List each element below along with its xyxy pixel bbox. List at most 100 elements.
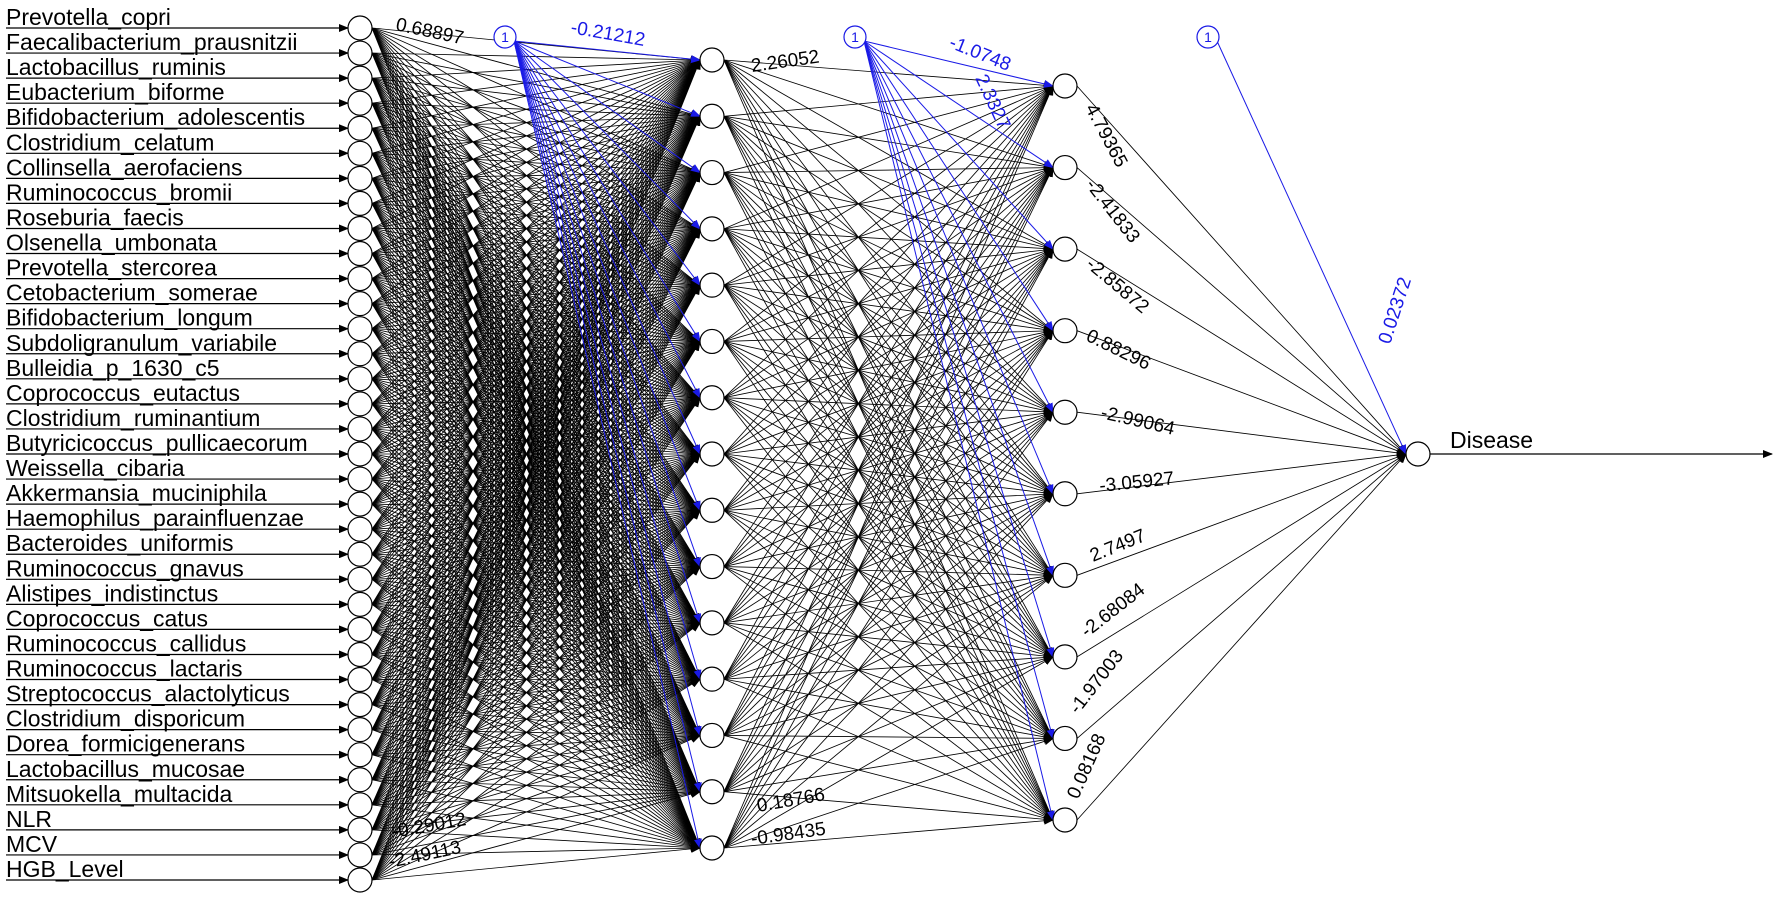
weight-edge <box>371 284 701 881</box>
weight-edge <box>371 779 701 851</box>
bias-edge <box>863 40 1054 250</box>
weight-edge <box>723 59 1054 332</box>
weight-edge <box>371 779 701 796</box>
weight-edge <box>371 171 701 755</box>
weight-edge <box>371 59 701 831</box>
weight-edge <box>371 509 701 806</box>
weight-edge <box>723 566 1054 739</box>
weight-edge <box>371 453 701 856</box>
weight-edge <box>723 172 1054 577</box>
weight-edge <box>371 77 701 174</box>
weight-edge <box>723 228 1054 332</box>
bias-weight-label: 2.3327 <box>970 71 1014 133</box>
weight-edge <box>723 166 1054 511</box>
weight-edge <box>723 116 1054 740</box>
weight-edge <box>371 284 701 856</box>
weight-edge <box>723 329 1054 792</box>
weight-edge <box>723 453 1054 821</box>
weight-edge <box>371 177 701 232</box>
weight-edge <box>371 115 701 229</box>
weight-edge <box>723 328 1054 399</box>
weight-edge <box>371 509 701 731</box>
weight-edge <box>723 85 1054 230</box>
bias-node-label: 1 <box>1204 29 1212 45</box>
weight-edge <box>371 172 701 355</box>
weight-edge <box>723 284 1054 334</box>
neuron-node <box>1052 481 1078 507</box>
neuron-node <box>699 835 725 861</box>
input-label: HGB_Level <box>6 856 124 882</box>
neuron-node <box>347 717 373 743</box>
neuron-node <box>347 441 373 467</box>
weight-edge <box>371 284 701 831</box>
neuron-node <box>1052 236 1078 262</box>
weight-edge <box>723 163 1054 173</box>
weight-edge <box>371 59 701 455</box>
weight-edge <box>371 59 701 705</box>
weight-edge <box>371 171 701 806</box>
weight-edge <box>371 227 701 780</box>
weight-edge <box>371 829 701 852</box>
weight-edge <box>371 340 701 680</box>
weight-label: -2.49113 <box>387 837 463 873</box>
weight-edge <box>371 114 701 179</box>
weight-edge <box>371 340 701 831</box>
input-label: Dorea_formicigenerans <box>6 731 245 757</box>
weight-edge <box>723 248 1054 736</box>
neuron-node <box>347 40 373 66</box>
bias-edge <box>513 40 701 455</box>
weight-edge <box>723 737 1054 849</box>
weight-edge <box>723 509 1054 740</box>
weight-edge <box>371 59 701 279</box>
weight-edge <box>723 172 1054 413</box>
weight-edge <box>723 622 1054 821</box>
weight-edge <box>723 566 1054 821</box>
weight-label: 4.79365 <box>1081 100 1132 171</box>
weight-edge <box>371 59 701 605</box>
weight-edge <box>723 85 1054 286</box>
weight-edge <box>723 330 1054 455</box>
weight-edge <box>371 115 701 330</box>
weight-edge <box>371 171 701 705</box>
weight-edge <box>723 411 1054 567</box>
weight-edge <box>371 59 701 730</box>
weight-edge <box>371 171 701 780</box>
weight-edge <box>723 493 1054 793</box>
weight-edge <box>371 565 701 806</box>
weight-edge <box>371 115 701 279</box>
weight-edge <box>371 678 701 806</box>
weight-edge <box>723 59 1054 90</box>
weight-edge <box>371 27 701 118</box>
weight-edge <box>371 115 701 380</box>
weight-edge <box>723 85 1054 736</box>
weight-edge <box>371 115 701 780</box>
weight-edge <box>723 453 1054 497</box>
weight-edge <box>723 166 1054 455</box>
weight-edge <box>723 166 1054 286</box>
input-label: Bacteroides_uniformis <box>6 530 234 556</box>
weight-edge <box>371 729 701 740</box>
weight-edge <box>371 396 701 856</box>
weight-edge <box>723 248 1054 849</box>
weight-edge <box>371 202 701 233</box>
weight-edge <box>371 734 701 831</box>
bias-node-label: 1 <box>501 29 509 45</box>
weight-edge <box>723 574 1054 736</box>
neuron-node <box>347 316 373 342</box>
weight-edge <box>371 453 701 705</box>
input-label: Clostridium_disporicum <box>6 706 245 732</box>
weight-edge <box>371 754 701 850</box>
weight-edge <box>371 734 701 856</box>
bias-edge <box>513 40 701 64</box>
weight-edge <box>371 679 701 849</box>
weight-edge <box>723 115 1054 413</box>
weight-edge <box>723 172 1054 740</box>
weight-edge <box>371 228 701 705</box>
weight-edge <box>723 85 1054 455</box>
input-label: Prevotella_stercorea <box>6 255 217 281</box>
neuron-node <box>347 767 373 793</box>
weight-edge <box>371 114 701 204</box>
weight-edge <box>371 226 701 280</box>
neuron-node <box>347 190 373 217</box>
weight-edge <box>723 491 1054 567</box>
